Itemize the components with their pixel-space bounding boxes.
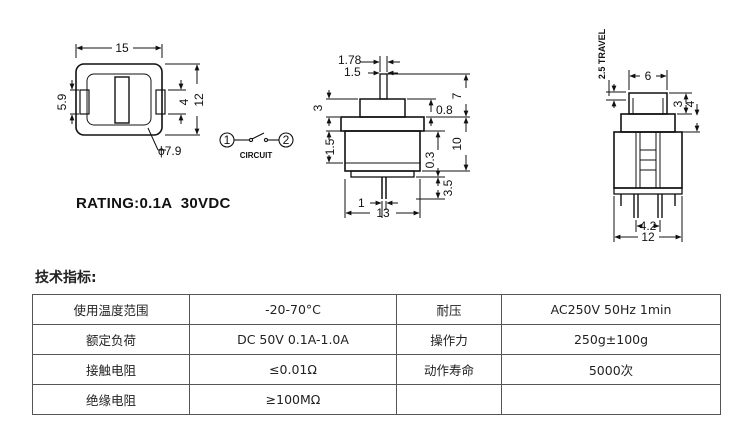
- spec-name-cell: 动作寿命: [396, 354, 502, 385]
- spec-value-cell: [501, 384, 721, 415]
- spec-name-cell: [396, 384, 502, 415]
- side-view-1-5-top-label: 1.5: [344, 65, 361, 79]
- side-view-7-label: 7: [450, 92, 464, 99]
- top-view-inner-label: 4: [177, 98, 191, 105]
- front-view: [606, 70, 700, 242]
- specs-title: 技术指标:: [35, 270, 97, 286]
- circuit-pin-2: 2: [283, 133, 290, 147]
- side-view-actuator: [359, 98, 406, 118]
- front-view-12-label: 12: [641, 230, 655, 244]
- spec-name-cell: 使用温度范围: [32, 294, 190, 325]
- side-view-top-pin: [379, 73, 388, 100]
- spec-value-cell: DC 50V 0.1A-1.0A: [189, 324, 397, 355]
- top-view-body: [75, 63, 163, 136]
- side-view-body: [344, 130, 421, 172]
- spec-value-cell: -20-70°C: [189, 294, 397, 325]
- spec-name-cell: 耐压: [396, 294, 502, 325]
- spec-value-cell: AC250V 50Hz 1min: [501, 294, 721, 325]
- rating-text: RATING:0.1A 30VDC: [76, 195, 231, 212]
- side-view-10-label: 10: [450, 137, 464, 151]
- top-view-outer-label: 12: [192, 93, 206, 107]
- top-view-button: [114, 76, 130, 124]
- top-view: [69, 44, 200, 151]
- front-view-actuator: [628, 92, 668, 115]
- front-view-4-label: 4: [683, 100, 697, 107]
- side-view-1-label: 1: [358, 196, 365, 210]
- circuit-pin-1: 1: [224, 133, 231, 147]
- circuit-label: CIRCUIT: [240, 151, 273, 160]
- technical-drawing: 15 5.9 4 12 ϕ7.9 1 2 CIRCUIT RATING:0.1A…: [55, 28, 700, 244]
- top-view-pin-left: [79, 89, 90, 115]
- top-view-width-label: 15: [115, 41, 129, 55]
- top-view-hole-label: ϕ7.9: [158, 144, 182, 158]
- table-row: 绝缘电阻≥100MΩ: [32, 384, 721, 415]
- side-view-1-5-left-label: 1.5: [323, 138, 337, 155]
- front-view-3-label: 3: [671, 100, 685, 107]
- spec-name-cell: 操作力: [396, 324, 502, 355]
- spec-value-cell: ≤0.01Ω: [189, 354, 397, 385]
- side-view-1-78-label: 1.78: [338, 53, 362, 67]
- spec-value-cell: 250g±100g: [501, 324, 721, 355]
- side-view-3-label: 3: [311, 104, 325, 111]
- front-view-6-label: 6: [645, 69, 652, 83]
- spec-name-cell: 额定负荷: [32, 324, 190, 355]
- spec-value-cell: 5000次: [501, 354, 721, 385]
- front-view-4-2-label: 4.2: [640, 219, 657, 233]
- side-view-0-3-label: 0.3: [423, 151, 437, 168]
- spec-value-cell: ≥100MΩ: [189, 384, 397, 415]
- spec-name-cell: 绝缘电阻: [32, 384, 190, 415]
- side-view-3-5-label: 3.5: [441, 179, 455, 196]
- front-view-travel-label: 2.5 TRAVEL: [597, 28, 607, 79]
- top-view-pin-label: 5.9: [55, 93, 69, 110]
- side-view: [326, 56, 470, 218]
- top-view-pin-right: [155, 89, 166, 115]
- top-view-inner: [86, 73, 152, 126]
- side-view-0-8-label: 0.8: [436, 103, 453, 117]
- spec-name-cell: 接触电阻: [32, 354, 190, 385]
- circuit-symbol: [219, 132, 294, 148]
- side-view-13-label: 13: [376, 206, 390, 220]
